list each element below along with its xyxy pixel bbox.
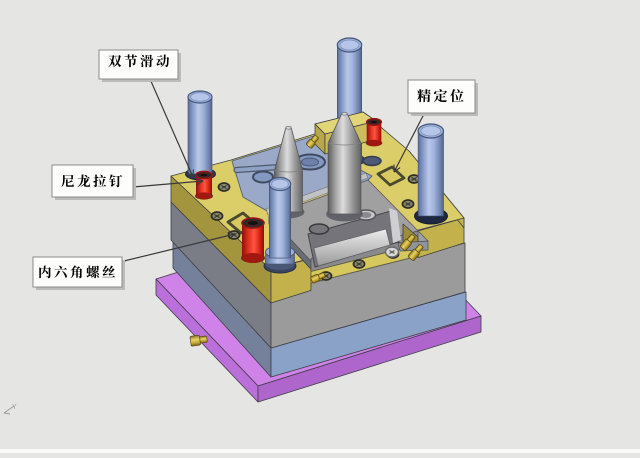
svg-text:Y: Y [12, 404, 17, 411]
